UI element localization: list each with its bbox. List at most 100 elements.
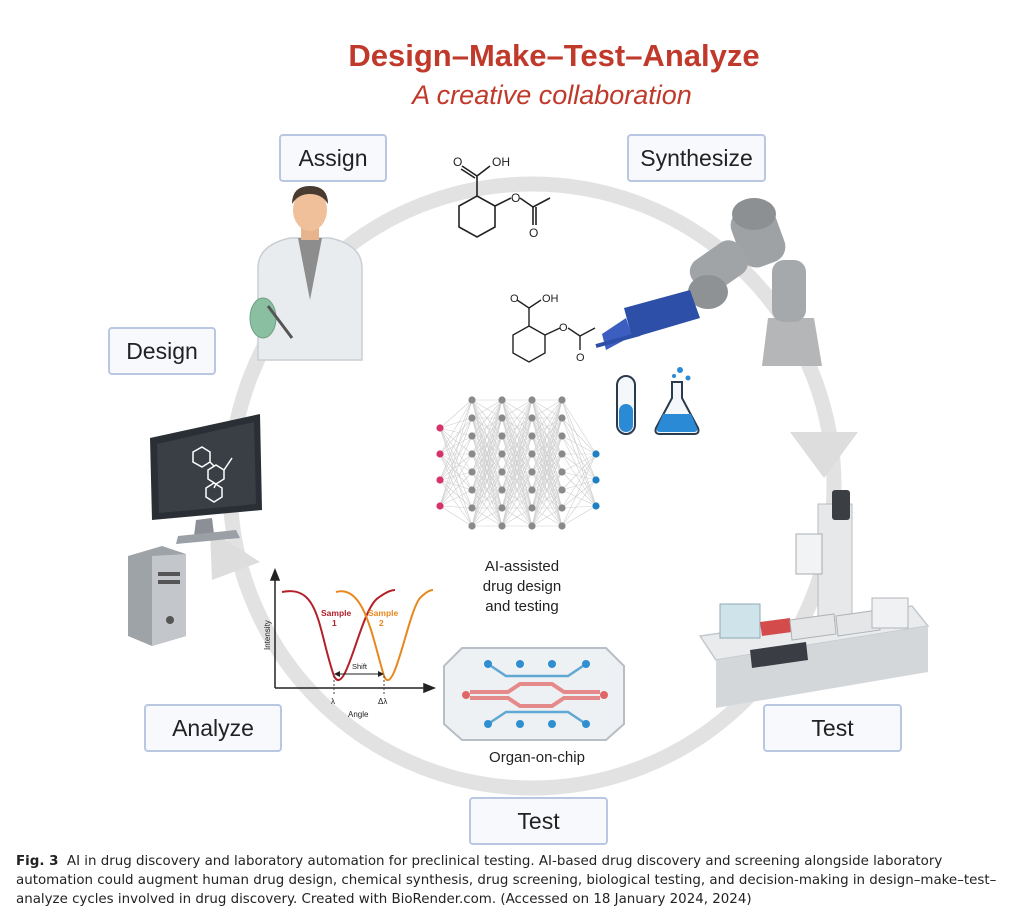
mol2-o-label: O xyxy=(510,293,519,305)
test-tube-icon xyxy=(616,375,636,435)
nn-hidden-node xyxy=(528,432,536,440)
nn-edge xyxy=(531,471,563,527)
nn-hidden-node xyxy=(468,396,476,404)
nn-edge xyxy=(439,479,473,491)
nn-hidden-node xyxy=(558,396,566,404)
nn-hidden-node xyxy=(498,522,506,530)
flask-icon xyxy=(654,367,700,435)
nn-edge xyxy=(501,435,533,527)
nn-edge xyxy=(471,435,503,527)
nn-edge xyxy=(439,479,473,509)
shift-label: Shift xyxy=(352,662,368,671)
sample2-curve xyxy=(335,589,434,681)
nn-edge xyxy=(561,453,597,507)
nn-hidden-node xyxy=(528,486,536,494)
nn-edge xyxy=(561,435,597,507)
nn-edge xyxy=(471,489,503,527)
nn-hidden-node xyxy=(558,522,566,530)
nn-edge xyxy=(531,507,563,527)
nn-edge xyxy=(561,435,597,455)
nn-edge xyxy=(561,453,597,527)
mol2-oh-label: OH xyxy=(542,293,559,305)
nn-hidden-node xyxy=(558,504,566,512)
nn-edge xyxy=(561,453,597,481)
nn-hidden-node xyxy=(558,450,566,458)
nn-edge xyxy=(439,427,473,455)
nn-edge xyxy=(501,399,533,473)
nn-edge xyxy=(501,399,533,419)
nn-hidden-node xyxy=(498,486,506,494)
nn-edge xyxy=(561,479,597,527)
nn-edge xyxy=(471,399,503,491)
nn-edge xyxy=(439,427,473,527)
nn-hidden-node xyxy=(558,486,566,494)
nn-edge xyxy=(471,399,503,455)
nn-edge xyxy=(531,399,563,491)
nn-edge xyxy=(501,399,533,509)
nn-edge xyxy=(439,427,473,473)
stage-test-right-box: Test xyxy=(763,704,902,752)
nn-edge xyxy=(471,399,503,527)
nn-hidden-node xyxy=(498,504,506,512)
nn-edge xyxy=(439,453,473,491)
sample1-curve xyxy=(281,589,396,681)
nn-edge xyxy=(439,427,473,437)
nn-edge xyxy=(561,399,597,507)
nn-edge xyxy=(561,471,597,507)
nn-edge xyxy=(439,435,473,507)
nn-edge xyxy=(501,417,533,527)
nn-edge xyxy=(439,453,473,507)
nn-hidden-node xyxy=(558,432,566,440)
nn-edge xyxy=(561,453,597,509)
nn-edge xyxy=(439,471,473,481)
aspirin-molecule-middle xyxy=(512,299,596,363)
mol1-o-ester-label: O xyxy=(511,191,520,205)
nn-hidden-node xyxy=(528,522,536,530)
nn-output-node xyxy=(592,502,600,510)
nn-input-node xyxy=(436,450,444,458)
nn-edge xyxy=(561,435,597,481)
nn-edge xyxy=(471,417,503,527)
nn-edge xyxy=(439,399,473,455)
nn-hidden-node xyxy=(468,504,476,512)
nn-edge xyxy=(561,479,597,509)
nn-edge xyxy=(439,471,473,507)
nn-edge xyxy=(439,453,473,481)
nn-edge xyxy=(561,489,597,507)
sample1-label-b: 1 xyxy=(332,618,337,628)
nn-edge xyxy=(531,399,563,527)
nn-edge xyxy=(439,399,473,481)
organ-on-chip-icon xyxy=(443,647,625,741)
stage-test-bottom-box: Test xyxy=(469,797,608,845)
nn-input-node xyxy=(436,476,444,484)
sample2-label-b: 2 xyxy=(379,618,384,628)
nn-edge xyxy=(439,435,473,455)
nn-edge xyxy=(561,417,597,455)
nn-edge xyxy=(561,505,597,509)
figure-caption: Fig. 3 AI in drug discovery and laborato… xyxy=(16,852,1011,909)
nn-hidden-node xyxy=(468,414,476,422)
nn-hidden-node xyxy=(468,450,476,458)
mol1-o-carbonyl-label: O xyxy=(529,226,538,240)
nn-edge xyxy=(471,453,503,527)
nn-edge xyxy=(439,489,473,507)
nn-edge xyxy=(439,417,473,507)
stage-analyze-box: Analyze xyxy=(144,704,282,752)
spr-plot xyxy=(269,567,437,694)
nn-edge xyxy=(561,453,597,473)
neural-network-icon xyxy=(436,396,600,530)
nn-edge xyxy=(439,435,473,481)
nn-input-node xyxy=(436,424,444,432)
nn-edge xyxy=(439,399,473,507)
mol1-oh-label: OH xyxy=(492,155,510,169)
nn-edge xyxy=(531,435,563,527)
sample2-label-a: Sample xyxy=(368,608,399,618)
nn-edge xyxy=(501,453,533,527)
nn-edge xyxy=(471,399,503,473)
nn-edge xyxy=(561,479,597,491)
nn-hidden-node xyxy=(528,450,536,458)
nn-edge xyxy=(561,453,597,491)
nn-hidden-node xyxy=(528,396,536,404)
nn-hidden-node xyxy=(468,432,476,440)
